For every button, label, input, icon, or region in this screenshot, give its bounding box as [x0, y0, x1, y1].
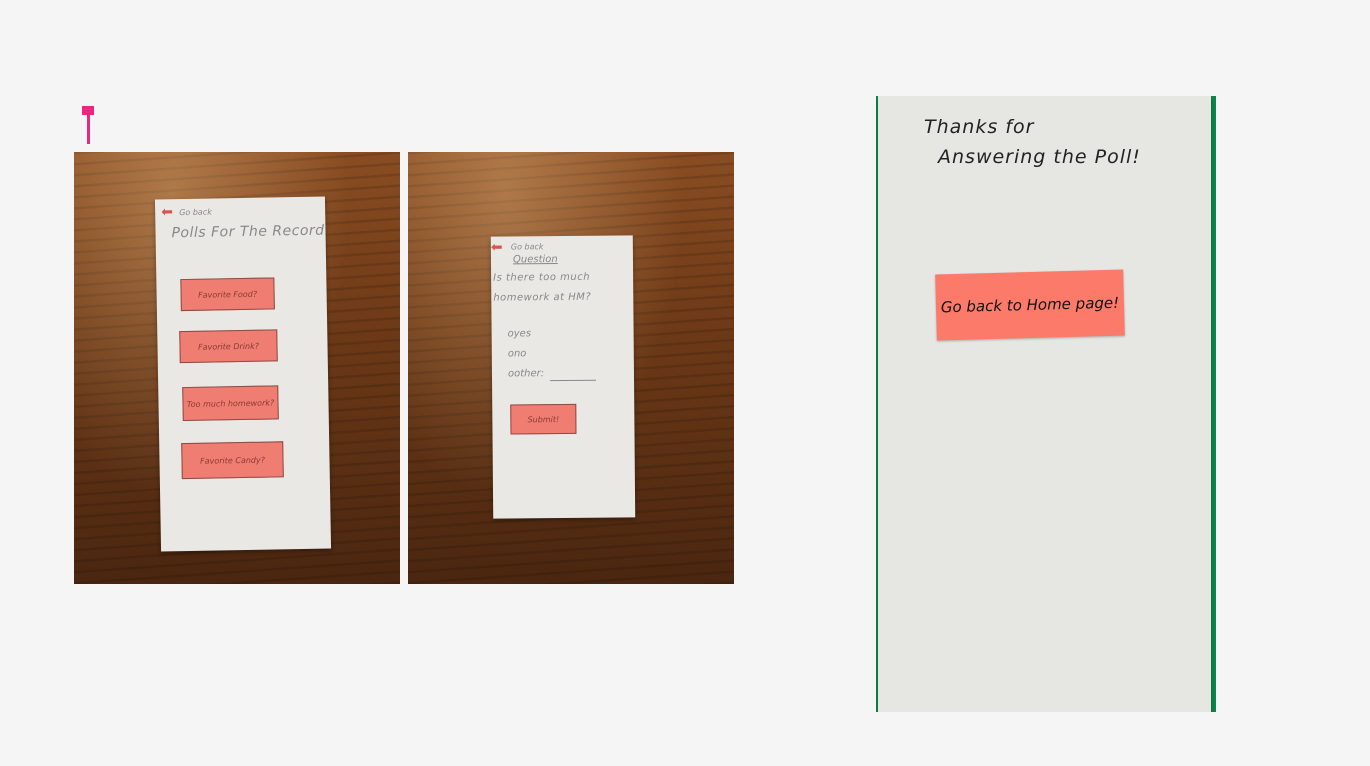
thanks-line-1: Thanks for [924, 116, 1035, 138]
poll-button-food[interactable]: Favorite Food? [180, 277, 275, 312]
back-arrow-icon[interactable]: ⬅ [161, 204, 174, 221]
question-heading: Question [512, 254, 558, 266]
question-line-1: Is there too much [493, 271, 591, 284]
home-page-button[interactable]: Go back to Home page! [935, 269, 1125, 341]
option-yes[interactable]: oyes [507, 328, 532, 340]
option-no[interactable]: ono [507, 348, 527, 360]
poll-button-candy[interactable]: Favorite Candy? [181, 441, 284, 480]
question-screen-paper: ⬅ Go back Question Is there too much hom… [490, 235, 636, 519]
page-title: Polls For The Record [171, 222, 325, 242]
thank-you-paper: Thanks for Answering the Poll! Go back t… [878, 96, 1211, 712]
poll-button-drink[interactable]: Favorite Drink? [179, 329, 278, 364]
back-arrow-icon[interactable]: ⬅ [490, 239, 503, 256]
home-screen-paper: ⬅ Go back Polls For The Record Favorite … [154, 196, 332, 552]
question-line-2: homework at HM? [493, 291, 592, 304]
submit-button[interactable]: Submit! [510, 403, 577, 435]
home-screen-photo: ⬅ Go back Polls For The Record Favorite … [74, 152, 400, 584]
back-label: Go back [179, 207, 212, 218]
poll-button-homework[interactable]: Too much homework? [182, 385, 279, 422]
other-text-line[interactable] [550, 379, 597, 382]
thank-you-screen-photo: Thanks for Answering the Poll! Go back t… [876, 96, 1216, 712]
option-other[interactable]: oother: [507, 368, 545, 380]
question-screen-photo: ⬅ Go back Question Is there too much hom… [408, 152, 734, 584]
back-label: Go back [510, 242, 544, 252]
thanks-line-2: Answering the Poll! [938, 146, 1141, 168]
